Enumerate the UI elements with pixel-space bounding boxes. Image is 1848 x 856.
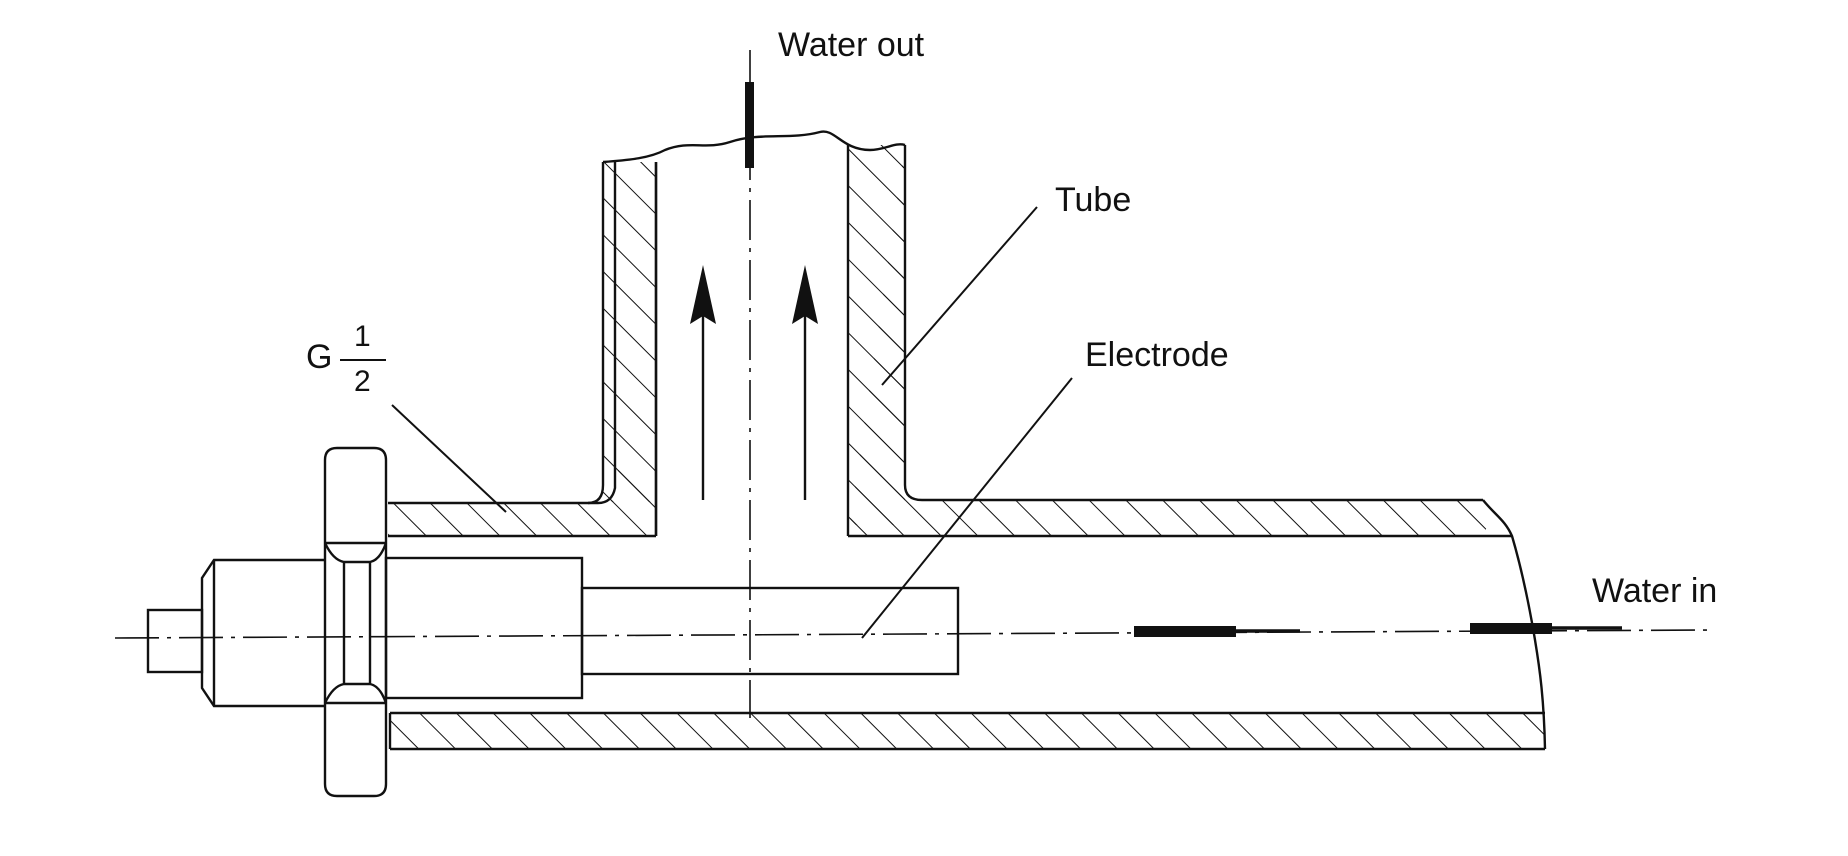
water-in-indicator xyxy=(1134,623,1622,637)
tube-label: Tube xyxy=(1055,181,1132,219)
water-in-label: Water in xyxy=(1592,572,1718,610)
water-out-label: Water out xyxy=(778,26,925,64)
water-out-indicator xyxy=(745,50,754,168)
hex-nut xyxy=(323,446,388,798)
electrode-holder xyxy=(384,556,584,700)
thread-size-prefix: G xyxy=(306,338,333,376)
flow-arrow-up-left xyxy=(690,265,716,500)
electrode-rod xyxy=(580,586,960,676)
thread-size-denominator: 2 xyxy=(354,365,371,398)
branch-right-wall xyxy=(846,145,1512,538)
connector-stub xyxy=(146,608,204,674)
connector-body xyxy=(200,558,325,708)
branch-break-line xyxy=(602,130,906,164)
thread-leader-line xyxy=(391,404,507,513)
thread-size-numerator: 1 xyxy=(354,320,371,353)
electrode-label: Electrode xyxy=(1085,336,1229,374)
pipe-right-break-line xyxy=(1482,499,1547,750)
branch-left-wall xyxy=(587,162,658,536)
flow-arrow-up-right xyxy=(792,265,818,500)
horizontal-centre-line xyxy=(114,629,1711,639)
electrode-leader-line xyxy=(861,377,1073,639)
tube-leader-line xyxy=(881,206,1038,386)
pipe-bottom-wall xyxy=(388,711,1545,751)
